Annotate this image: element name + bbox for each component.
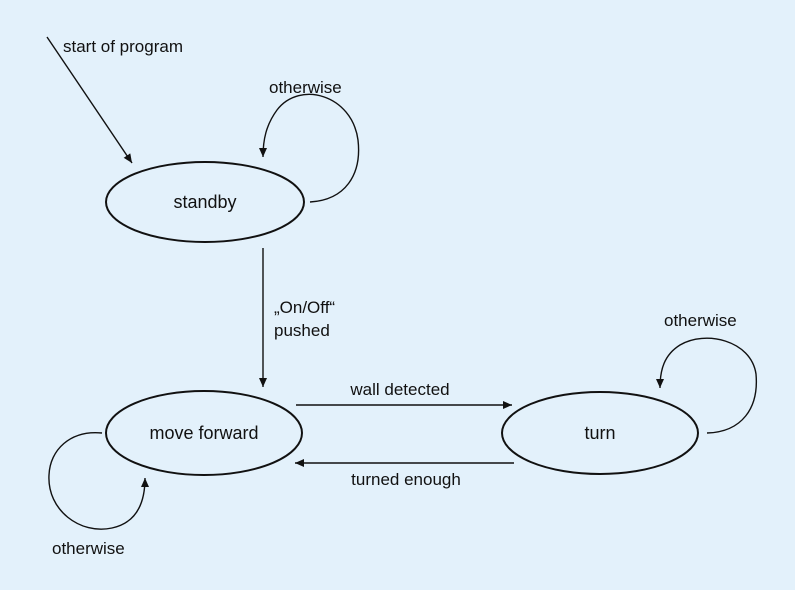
on-off-label-line2: pushed — [274, 321, 330, 340]
state-move-forward-label: move forward — [149, 423, 258, 443]
move-forward-self-loop-label: otherwise — [52, 539, 125, 558]
wall-detected-label: wall detected — [349, 380, 449, 399]
state-standby — [105, 161, 305, 243]
turned-enough-label: turned enough — [351, 470, 461, 489]
state-standby-label: standby — [173, 192, 236, 212]
state-turn-label: turn — [584, 423, 615, 443]
state-turn — [501, 391, 699, 475]
move-forward-self-loop-arrow — [48, 432, 149, 530]
turn-self-loop-label: otherwise — [664, 311, 737, 330]
start-label: start of program — [63, 37, 183, 56]
start-arrow — [46, 36, 133, 164]
standby-self-loop-label: otherwise — [269, 78, 342, 97]
turn-self-loop-arrow — [656, 337, 758, 434]
state-move-forward — [105, 390, 303, 476]
on-off-label-line1: „On/Off“ — [274, 298, 335, 317]
standby-self-loop-arrow — [259, 93, 360, 203]
